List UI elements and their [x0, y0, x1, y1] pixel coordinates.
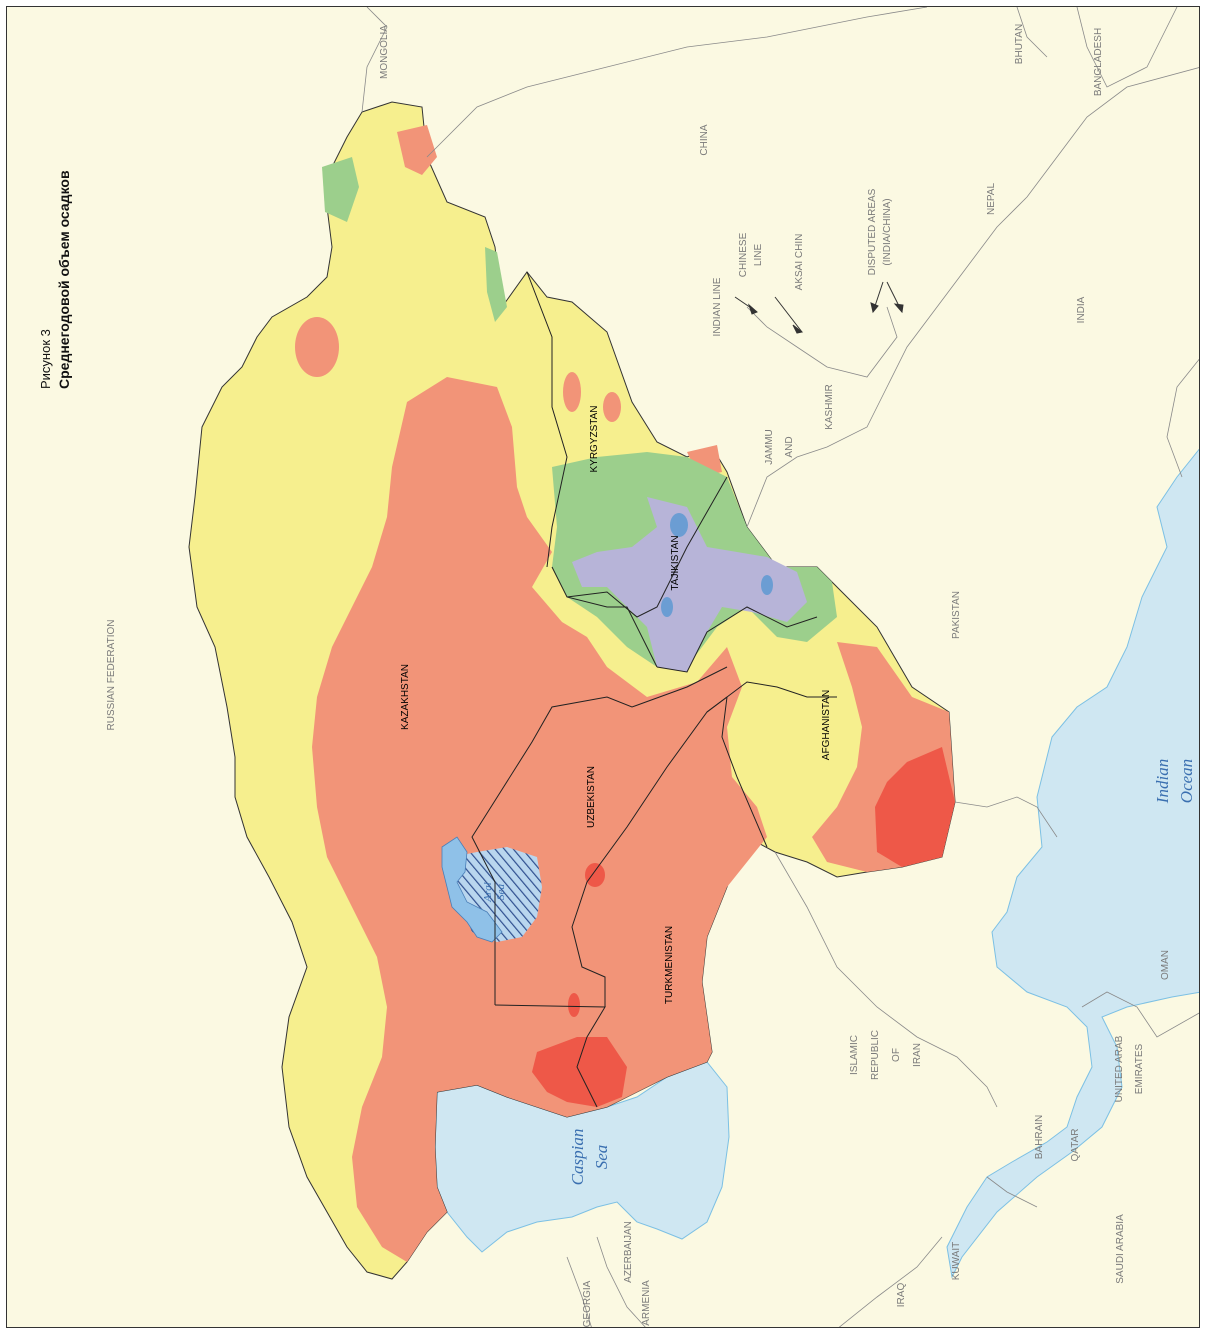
label-kazakhstan: KAZAKHSTAN: [400, 664, 411, 730]
country-labels: KAZAKHSTAN UZBEKISTAN TURKMENISTAN KYRGY…: [400, 405, 832, 1004]
label-tajikistan: TAJIKISTAN: [670, 535, 681, 590]
label-disputed-1: DISPUTED AREAS: [867, 188, 878, 275]
region-lavender: [572, 497, 807, 672]
indian-ocean: [946, 448, 1199, 1279]
label-azerbaijan: AZERBAIJAN: [623, 1221, 634, 1283]
label-china: CHINA: [699, 124, 710, 155]
label-aral-2: Sea: [495, 884, 507, 900]
border-uzbekistan-turkmenistan: [571, 696, 728, 1007]
border-kazakhstan-uzbekistan: [471, 666, 728, 1005]
label-uzbekistan: UZBEKISTAN: [586, 766, 597, 828]
label-russia: RUSSIAN FEDERATION: [106, 620, 117, 731]
label-qatar: QATAR: [1070, 1129, 1081, 1162]
external-labels: RUSSIAN FEDERATION MONGOLIA CHINA BHUTAN…: [106, 24, 1171, 1327]
label-caspian-1: Caspian: [568, 1129, 587, 1186]
region-red-patch-2: [568, 993, 580, 1017]
region-blue-patch-1: [670, 513, 688, 537]
region-green-ne: [485, 247, 507, 322]
label-nepal: NEPAL: [986, 183, 997, 215]
label-mongolia: MONGOLIA: [379, 25, 390, 79]
border-uzbekistan-kyrgyzstan: [551, 566, 658, 668]
label-uae-2: EMIRATES: [1134, 1043, 1145, 1094]
border-uzbekistan-afghanistan: [706, 681, 837, 713]
label-saudi: SAUDI ARABIA: [1115, 1214, 1126, 1284]
label-iraq: IRAQ: [896, 1283, 907, 1308]
region-salmon: [312, 377, 767, 1262]
region-salmon-kyrgyz-patch-2: [563, 372, 581, 412]
label-indian-ocean-2: Ocean: [1177, 759, 1196, 803]
region-green-east: [322, 157, 359, 222]
label-kuwait: KUWAIT: [951, 1242, 962, 1281]
label-iran-3: OF: [891, 1048, 902, 1062]
water-labels: Caspian Sea Indian Ocean Aral Sea: [482, 759, 1196, 1186]
label-oman: OMAN: [1160, 950, 1171, 980]
precipitation-map: KAZAKHSTAN UZBEKISTAN TURKMENISTAN KYRGY…: [7, 7, 1199, 1327]
label-aral-1: Aral: [482, 882, 494, 903]
label-georgia: GEORGIA: [582, 1280, 593, 1327]
aral-sea: [441, 836, 503, 943]
region-salmon-ne-patch: [397, 125, 437, 175]
figure-title: Среднегодовой объем осадков: [56, 170, 72, 389]
label-bhutan: BHUTAN: [1014, 24, 1025, 64]
region-salmon-kyrgyz-patch-3: [603, 392, 621, 422]
figure-caption: Рисунок 3 Среднегодовой объем осадков: [38, 170, 72, 389]
figure-number: Рисунок 3: [38, 329, 53, 389]
label-bahrain: BAHRAIN: [1034, 1115, 1045, 1159]
label-iran-1: ISLAMIC: [849, 1035, 860, 1075]
border-turkmenistan-afghanistan: [721, 696, 768, 848]
label-indian-ocean-1: Indian: [1153, 759, 1172, 804]
label-indian-line: INDIAN LINE: [712, 277, 723, 336]
label-armenia: ARMENIA: [641, 1280, 652, 1326]
map-frame: KAZAKHSTAN UZBEKISTAN TURKMENISTAN KYRGY…: [6, 6, 1200, 1328]
label-caspian-2: Sea: [592, 1145, 611, 1170]
label-jammu-3: KASHMIR: [824, 384, 835, 430]
region-red-afghanistan: [875, 747, 955, 867]
label-disputed-2: (INDIA/CHINA): [882, 198, 893, 265]
border-kazakhstan-kyrgyzstan: [526, 271, 568, 568]
region-blue-patch-3: [761, 575, 773, 595]
label-chinese-line-2: LINE: [753, 244, 764, 267]
label-turkmenistan: TURKMENISTAN: [664, 926, 675, 1004]
border-tajikistan-afghanistan: [656, 606, 818, 673]
label-bangladesh: BANGLADESH: [1093, 28, 1104, 96]
label-jammu-2: AND: [784, 436, 795, 457]
region-red-uzbek-patch: [585, 863, 605, 887]
border-kazakhstan-turkmenistan: [494, 1004, 606, 1108]
label-iran-2: REPUBLIC: [870, 1030, 881, 1080]
label-pakistan: PAKISTAN: [951, 591, 962, 639]
label-iran-4: IRAN: [912, 1043, 923, 1067]
external-borders: [361, 7, 1199, 1327]
label-jammu-1: JAMMU: [764, 429, 775, 465]
label-india: INDIA: [1076, 296, 1087, 323]
region-blue-patch-2: [661, 597, 673, 617]
label-afghanistan: AFGHANISTAN: [821, 690, 832, 760]
label-aksai: AKSAI CHIN: [794, 234, 805, 291]
label-uae-1: UNITED ARAB: [1114, 1035, 1125, 1102]
country-borders: [471, 271, 837, 1108]
disputed-arrows: [734, 281, 904, 334]
label-kyrgyzstan: KYRGYZSTAN: [589, 405, 600, 472]
label-chinese-line-1: CHINESE: [738, 232, 749, 277]
border-kyrgyzstan-tajikistan: [566, 476, 728, 618]
region-salmon-north-patch: [295, 317, 339, 377]
